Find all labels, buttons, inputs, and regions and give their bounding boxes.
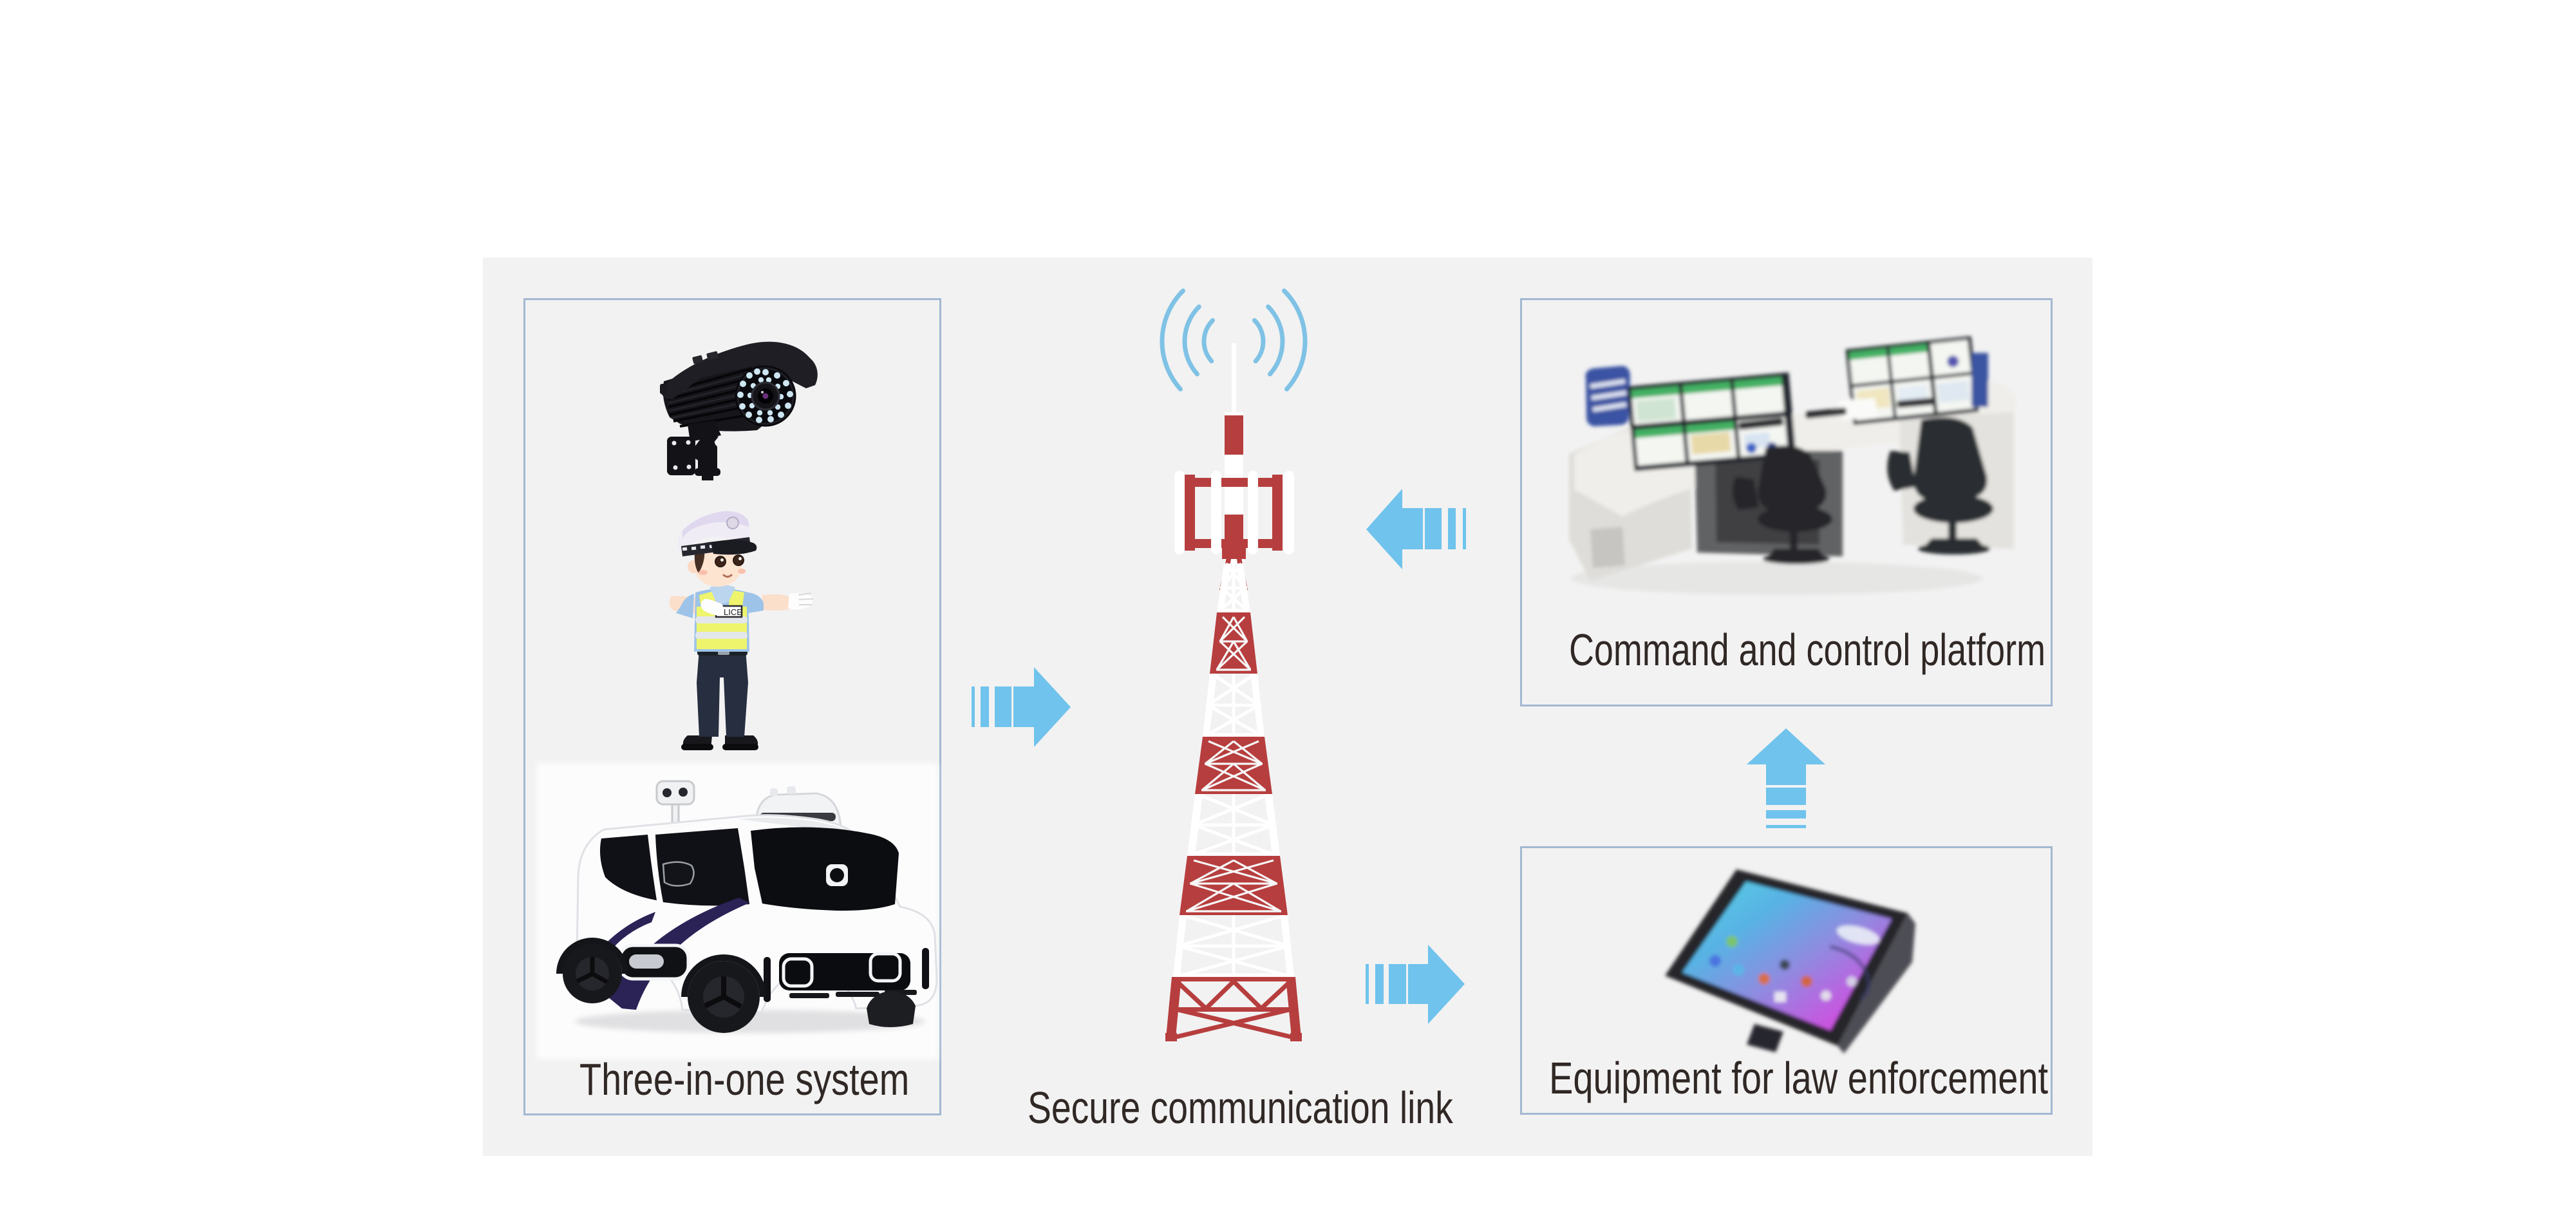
svg-text:LICE: LICE bbox=[724, 607, 742, 617]
